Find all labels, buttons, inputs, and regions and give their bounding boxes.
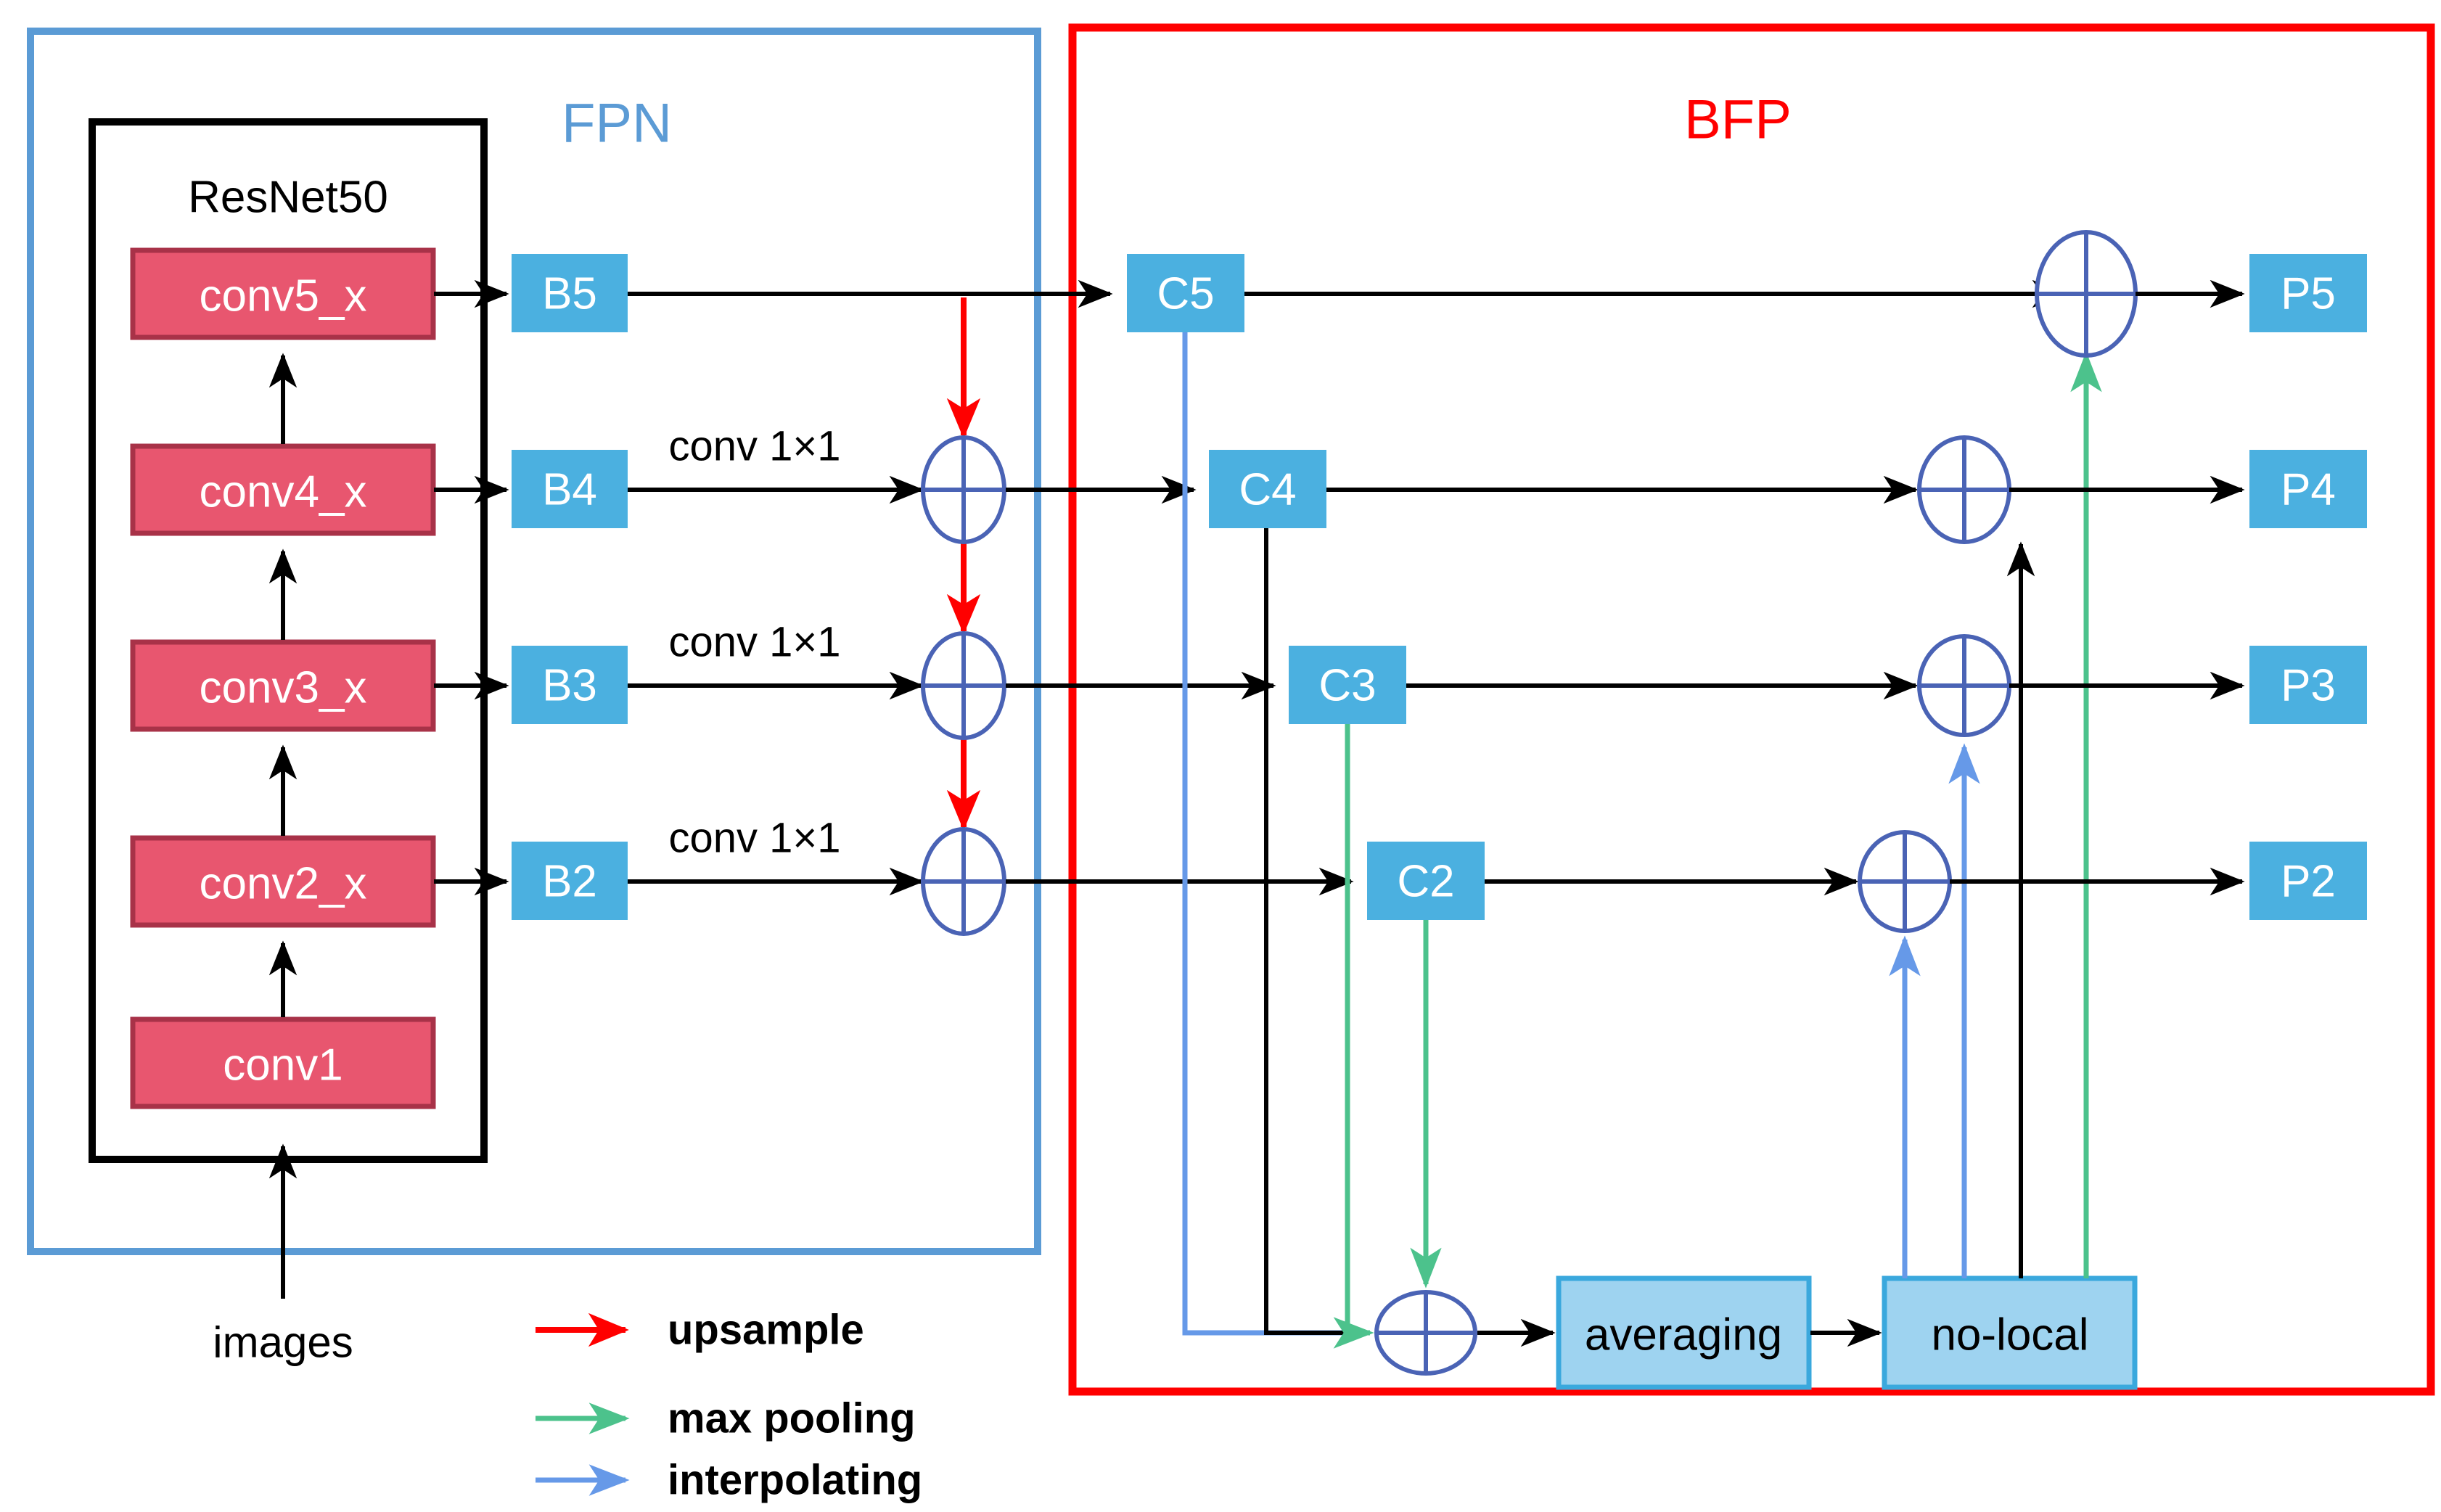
backbone-stage-conv2_x-label: conv2_x	[200, 859, 367, 909]
fpn-merge-node-2[interactable]	[921, 827, 1006, 936]
backbone-stage-conv5_x-label: conv5_x	[200, 271, 367, 321]
bfp-p3-merge-node[interactable]	[1917, 634, 2011, 737]
lateral-box-b2-label: B2	[542, 857, 597, 907]
legend-label-interpolating: interpolating	[668, 1457, 922, 1504]
bfp-p-box-p3-label: P3	[2281, 661, 2336, 711]
bfp-op-box-averaging[interactable]	[1556, 1275, 1812, 1390]
bfp-c-box-c2[interactable]	[1367, 842, 1485, 920]
lateral-box-b4-label: B4	[542, 465, 597, 515]
lateral-box-b3-label: B3	[542, 661, 597, 711]
bfp-p2-merge-node[interactable]	[1858, 830, 1952, 933]
backbone-stage-conv2_x[interactable]	[130, 835, 436, 928]
bfp-p5-merge-node[interactable]	[2035, 230, 2138, 358]
bfp-p-box-p2-label: P2	[2281, 857, 2336, 907]
edge-label-conv1x1-b2: conv 1×1	[668, 815, 840, 862]
backbone-stage-conv1[interactable]	[130, 1016, 436, 1109]
backbone-stage-conv1-label: conv1	[223, 1040, 342, 1090]
bfp-op-box-averaging-label: averaging	[1585, 1310, 1782, 1360]
backbone-stage-conv3_x[interactable]	[130, 639, 436, 732]
resnet50-title: ResNet50	[188, 173, 388, 223]
bfp-p-box-p4-label: P4	[2281, 465, 2336, 515]
bfp-c-box-c5[interactable]	[1127, 254, 1244, 332]
bfp-c-box-c2-label: C2	[1397, 857, 1454, 907]
bfp-bottom-merge-node[interactable]	[1374, 1290, 1477, 1376]
edge-label-conv1x1-b3: conv 1×1	[668, 619, 840, 666]
legend-label-max-pooling: max pooling	[668, 1395, 916, 1442]
fpn-group-frame	[27, 28, 1041, 1255]
lateral-box-b5-label: B5	[542, 269, 597, 319]
bfp-c-box-c4-label: C4	[1239, 465, 1296, 515]
maxpool-path-c3-to-bottom-merge	[1333, 724, 1374, 1349]
backbone-stage-conv3_x-label: conv3_x	[200, 663, 367, 713]
fpn-merge-node-4[interactable]	[921, 435, 1006, 544]
bfp-group-title: BFP	[1684, 89, 1792, 151]
legend-item-interpolating: interpolating	[536, 1457, 922, 1504]
legend-item-max-pooling: max pooling	[536, 1395, 916, 1442]
backbone-stage-conv4_x-label: conv4_x	[200, 467, 367, 517]
fpn-merge-node-3[interactable]	[921, 631, 1006, 740]
bfp-op-box-no-local[interactable]	[1882, 1275, 2138, 1390]
lateral-box-b5[interactable]	[512, 254, 628, 332]
bfp-p-box-p5[interactable]	[2249, 254, 2367, 332]
images-input-label: images	[213, 1318, 353, 1367]
bfp-p-box-p4[interactable]	[2249, 450, 2367, 528]
bfp-op-box-no-local-label: no-local	[1931, 1310, 2088, 1360]
edge-label-conv1x1-b4: conv 1×1	[668, 423, 840, 470]
backbone-stage-conv4_x[interactable]	[130, 443, 436, 536]
fpn-group-title: FPN	[562, 93, 672, 155]
bfp-c-box-c3-label: C3	[1318, 661, 1376, 711]
lateral-box-b4[interactable]	[512, 450, 628, 528]
backbone-stage-conv5_x[interactable]	[130, 247, 436, 340]
bfp-p4-merge-node[interactable]	[1917, 435, 2011, 544]
bfp-p-box-p5-label: P5	[2281, 269, 2336, 319]
legend-item-upsample: upsample	[536, 1307, 864, 1354]
legend-label-upsample: upsample	[668, 1307, 864, 1354]
bfp-c-box-c5-label: C5	[1157, 269, 1214, 319]
lateral-box-b3[interactable]	[512, 646, 628, 724]
bfp-p-box-p2[interactable]	[2249, 842, 2367, 920]
bfp-c-box-c4[interactable]	[1209, 450, 1326, 528]
legend: upsample max pooling interpolating	[536, 1307, 922, 1504]
bfp-c-box-c3[interactable]	[1289, 646, 1406, 724]
lateral-box-b2[interactable]	[512, 842, 628, 920]
bfp-p-box-p3[interactable]	[2249, 646, 2367, 724]
bfp-group-frame	[1068, 23, 2435, 1396]
